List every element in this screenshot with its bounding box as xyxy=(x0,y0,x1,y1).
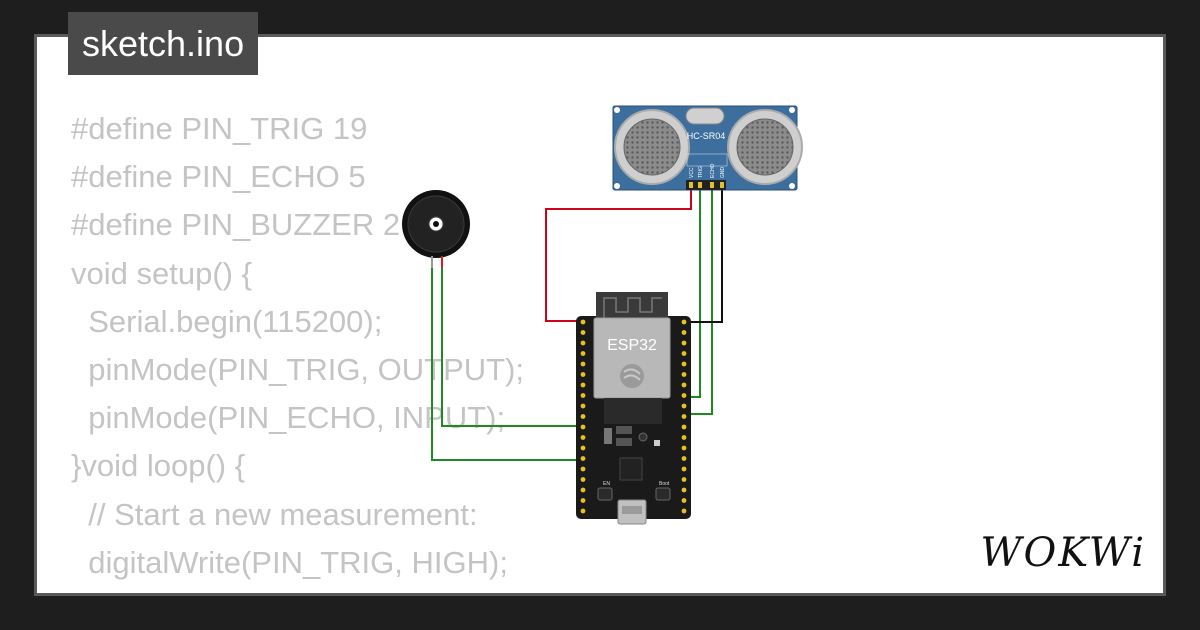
header-pin[interactable] xyxy=(681,382,687,388)
code-line: #define PIN_TRIG 19 xyxy=(71,111,368,146)
en-button-label: EN xyxy=(603,481,610,487)
header-pin[interactable] xyxy=(681,477,687,482)
header-pin[interactable] xyxy=(580,487,586,493)
header-pin[interactable] xyxy=(681,372,687,377)
header-pin[interactable] xyxy=(580,456,586,461)
wokwi-logo-text: WOKWi xyxy=(980,530,1146,576)
header-pin[interactable] xyxy=(681,330,687,335)
ultrasonic-sensor[interactable]: HC-SR04 VCC TRIG ECHO GND xyxy=(612,105,803,191)
header-pin[interactable] xyxy=(580,319,586,325)
code-line: pinMode(PIN_TRIG, OUTPUT); xyxy=(71,351,525,387)
buzzer[interactable] xyxy=(402,190,470,268)
code-line: #define PIN_BUZZER 2 xyxy=(71,207,401,243)
header-pin[interactable] xyxy=(580,340,586,346)
file-tab[interactable]: sketch.ino xyxy=(68,12,259,75)
code-line: // Start a new measurement: xyxy=(71,496,478,532)
header-pin[interactable] xyxy=(681,498,687,503)
header-pin[interactable] xyxy=(681,435,687,440)
header-pin[interactable] xyxy=(580,498,586,503)
header-pin[interactable] xyxy=(681,508,687,514)
header-pin[interactable] xyxy=(580,466,586,472)
code-line: void setup() { xyxy=(71,255,252,291)
header-pin[interactable] xyxy=(580,414,586,419)
code-line: digitalWrite(PIN_TRIG, HIGH); xyxy=(71,544,508,580)
esp32-board[interactable]: ESP32 EN Boot xyxy=(576,292,691,525)
esp32-left-pins xyxy=(580,319,586,514)
header-pin[interactable] xyxy=(580,382,586,388)
header-pin[interactable] xyxy=(681,403,687,409)
header-pin[interactable] xyxy=(580,508,586,514)
sensor-pin-label: GND xyxy=(720,167,726,179)
header-pin[interactable] xyxy=(580,361,586,367)
header-pin[interactable] xyxy=(580,445,586,451)
header-pin[interactable] xyxy=(580,403,586,409)
code-preview: #define PIN_TRIG 19 #define PIN_ECHO 5 #de… xyxy=(71,105,525,594)
echo-wire[interactable] xyxy=(683,190,713,415)
sensor-pin-label: VCC xyxy=(689,167,695,178)
vcc-wire[interactable] xyxy=(545,190,692,322)
sensor-model-label: HC-SR04 xyxy=(687,131,726,141)
header-pin[interactable] xyxy=(580,330,586,335)
code-line: pinMode(PIN_ECHO, INPUT); xyxy=(71,400,506,436)
header-pin[interactable] xyxy=(681,319,687,325)
header-pin[interactable] xyxy=(580,372,586,377)
wokwi-logo: WOKWi xyxy=(980,530,1146,576)
header-pin[interactable] xyxy=(681,361,687,367)
code-line: #define PIN_ECHO 5 xyxy=(71,159,366,195)
header-pin[interactable] xyxy=(681,466,687,472)
buzzer-wire-1[interactable] xyxy=(441,256,584,427)
header-pin[interactable] xyxy=(580,477,586,482)
header-pin[interactable] xyxy=(681,414,687,419)
sensor-pin-label: ECHO xyxy=(710,163,716,178)
header-pin[interactable] xyxy=(681,424,687,430)
header-pin[interactable] xyxy=(580,435,586,440)
code-line: delayMicroseconds(10); xyxy=(71,587,524,594)
header-pin[interactable] xyxy=(681,340,687,346)
header-pin[interactable] xyxy=(681,456,687,461)
buzzer-wire-2[interactable] xyxy=(431,256,584,461)
esp32-chip-label: ESP32 xyxy=(607,337,657,354)
header-pin[interactable] xyxy=(580,393,586,398)
header-pin[interactable] xyxy=(580,424,586,430)
header-pin[interactable] xyxy=(681,393,687,398)
header-pin[interactable] xyxy=(681,351,687,356)
gnd-wire[interactable] xyxy=(683,190,723,323)
header-pin[interactable] xyxy=(580,351,586,356)
esp32-right-pins xyxy=(681,319,687,514)
boot-button-label: Boot xyxy=(659,481,670,487)
code-line: }void loop() { xyxy=(71,448,246,484)
sensor-pin-label: TRIG xyxy=(698,166,704,178)
header-pin[interactable] xyxy=(681,487,687,493)
header-pin[interactable] xyxy=(681,445,687,451)
code-line: Serial.begin(115200); xyxy=(71,303,383,339)
